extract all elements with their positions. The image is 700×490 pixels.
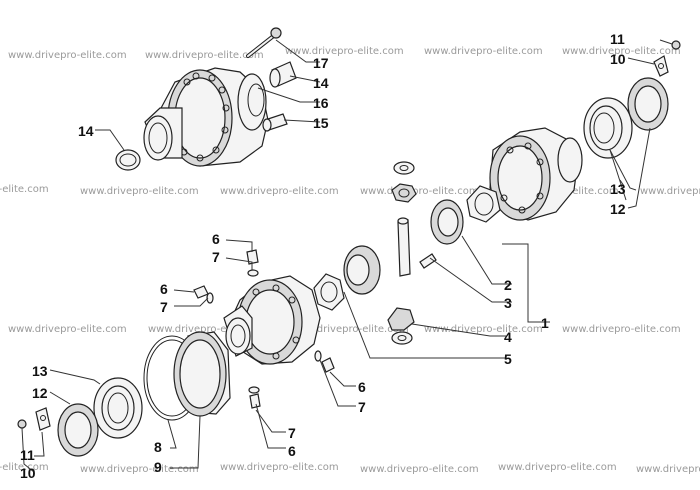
side-gear-2 — [430, 199, 464, 245]
callout-15: 15 — [313, 115, 329, 131]
callout-9: 9 — [154, 459, 162, 475]
watermark: www.drivepro-elite.com — [80, 464, 199, 475]
watermark: www.drivepro-elite.com — [0, 184, 49, 195]
watermark: www.drivepro-elite.com — [220, 462, 339, 473]
watermark: www.drivepro-elite.com — [80, 186, 199, 197]
callout-4: 4 — [504, 329, 512, 345]
callout-8: 8 — [154, 439, 162, 455]
housing-half-right — [489, 127, 583, 221]
seal-7-right — [314, 350, 322, 362]
callout-2: 2 — [504, 277, 512, 293]
seal-7-top — [247, 269, 259, 277]
callout-13-bottom: 13 — [32, 363, 48, 379]
fitting-6-left — [193, 285, 209, 299]
shaft-3 — [397, 217, 411, 277]
bushing-14-left — [115, 149, 141, 171]
callout-16: 16 — [313, 95, 329, 111]
callout-14-top: 14 — [313, 75, 329, 91]
watermark: www.drivepro-elite.com — [145, 50, 264, 61]
watermark: www.drivepro-elite.com — [8, 324, 127, 335]
callout-13-top: 13 — [610, 181, 626, 197]
watermark: www.drivepro-elite.com — [424, 324, 543, 335]
lock-tab-10-bottom — [35, 407, 51, 431]
screw-11-bottom — [17, 419, 27, 429]
ring-12-top — [627, 77, 669, 131]
watermark: www.drivepro-elite.com — [562, 46, 681, 57]
screw-11-top — [671, 40, 681, 50]
watermark: www.drivepro-elite.com — [220, 186, 339, 197]
callout-10-top: 10 — [610, 51, 626, 67]
bearing-13-bottom — [93, 377, 143, 439]
callout-7-left: 7 — [160, 299, 168, 315]
housing-lower — [223, 275, 321, 365]
bushing-14-top — [269, 61, 297, 88]
callout-3: 3 — [504, 295, 512, 311]
cover-9 — [173, 331, 231, 417]
watermark: www.drivepro-elite.com — [0, 462, 49, 473]
fitting-6-top — [246, 249, 259, 265]
thrust-washer-top — [393, 161, 415, 175]
watermark: www.drivepro-elite.com — [290, 324, 409, 335]
pinion-gear-4 — [387, 307, 415, 331]
watermark: www.drivepro-elite.com — [360, 464, 479, 475]
gasket-5 — [313, 273, 345, 311]
bearing-13-top — [583, 97, 633, 159]
callout-12-bottom: 12 — [32, 385, 48, 401]
thrust-washer-4 — [391, 331, 413, 345]
callout-7-bottom: 7 — [288, 425, 296, 441]
watermark: www.drivepro-elite.com — [148, 324, 267, 335]
side-gear-5 — [343, 245, 381, 295]
callout-7-top: 7 — [212, 249, 220, 265]
callout-14-left: 14 — [78, 123, 94, 139]
watermark: www.drivepro-elite.com — [424, 46, 543, 57]
callout-1: 1 — [541, 315, 549, 331]
watermark: www.drivepro-elite.com — [640, 186, 700, 197]
ring-12-bottom — [57, 403, 99, 457]
watermark: www.drivepro-elite.com — [285, 46, 404, 57]
callout-6-right: 6 — [358, 379, 366, 395]
pinion-gear-top — [391, 183, 417, 203]
fitting-6-bottom — [249, 393, 261, 409]
callout-12-top: 12 — [610, 201, 626, 217]
watermark: www.drivepro-elite.com — [562, 324, 681, 335]
callout-6-bottom: 6 — [288, 443, 296, 459]
callout-5: 5 — [504, 351, 512, 367]
leader-lines — [21, 39, 673, 473]
callout-11-bottom: 11 — [20, 447, 35, 463]
seal-7-bottom — [248, 386, 260, 394]
fitting-6-right — [321, 357, 335, 373]
callout-17: 17 — [313, 55, 329, 71]
gasket-plate — [466, 185, 501, 223]
lock-tab-10-top — [653, 55, 669, 77]
callout-6-left: 6 — [160, 281, 168, 297]
callout-labels: 17 14 16 15 14 11 10 13 12 2 3 1 4 5 6 7… — [20, 31, 626, 481]
pin-3 — [419, 253, 437, 269]
watermark: www.drivepro-elite.com — [498, 462, 617, 473]
callout-6-top: 6 — [212, 231, 220, 247]
callout-11-top: 11 — [610, 31, 625, 47]
bolt-17 — [246, 27, 282, 58]
watermark: www.drivepro-elite.com — [8, 50, 127, 61]
watermark: www.drivepro-elite.com — [636, 464, 700, 475]
pin-15 — [262, 113, 288, 132]
callout-10-bottom: 10 — [20, 465, 36, 481]
assembled-differential-top — [143, 67, 269, 167]
callout-7-right: 7 — [358, 399, 366, 415]
seal-7-left — [206, 292, 214, 304]
watermark: www.drivepro-elite.com — [360, 186, 479, 197]
